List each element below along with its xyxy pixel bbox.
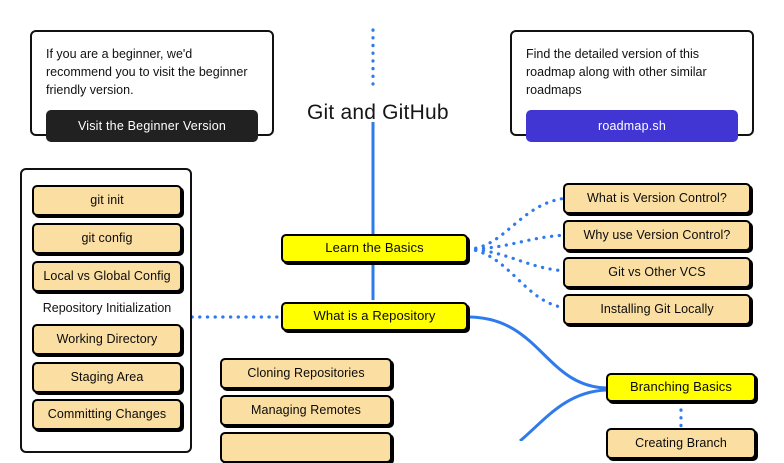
subtopic-staging-area[interactable]: Staging Area [32,362,182,393]
subtopic-git-vs-other-vcs[interactable]: Git vs Other VCS [563,257,751,288]
roadmap-canvas: If you are a beginner, we'd recommend yo… [20,28,756,463]
subtopic-git-init[interactable]: git init [32,185,182,216]
subtopic-git-config[interactable]: git config [32,223,182,254]
subtopic-what-is-version-control[interactable]: What is Version Control? [563,183,751,214]
visit-beginner-version-button[interactable]: Visit the Beginner Version [46,110,258,143]
subtopic-committing-changes[interactable]: Committing Changes [32,399,182,430]
subtopic-creating-branch[interactable]: Creating Branch [606,428,756,459]
topic-what-is-a-repository[interactable]: What is a Repository [281,302,468,331]
subtopic-cloning-repositories[interactable]: Cloning Repositories [220,358,392,389]
topic-branching-basics[interactable]: Branching Basics [606,373,756,402]
beginner-callout: If you are a beginner, we'd recommend yo… [30,30,274,143]
edge-basics-to-other-vcs [466,247,569,273]
edge-repository-to-branching [467,315,607,390]
subtopic-why-use-version-control[interactable]: Why use Version Control? [563,220,751,251]
subtopic-local-vs-global-config[interactable]: Local vs Global Config [32,261,182,292]
subtopic-working-directory[interactable]: Working Directory [32,324,182,355]
subtopic-middle-clipped[interactable] [220,432,392,463]
detailed-callout: Find the detailed version of this roadma… [510,30,754,143]
detailed-callout-text: Find the detailed version of this roadma… [526,47,707,98]
edge-branching-down [519,388,607,441]
subtopic-managing-remotes[interactable]: Managing Remotes [220,395,392,426]
roadmap-sh-button[interactable]: roadmap.sh [526,110,738,143]
edge-basics-to-installing-git [466,247,569,310]
page-title: Git and GitHub [307,101,449,124]
subtopic-installing-git-locally[interactable]: Installing Git Locally [563,294,751,325]
edge-basics-to-why-version-control [466,233,569,251]
topic-learn-the-basics[interactable]: Learn the Basics [281,234,468,263]
edge-basics-to-version-control [466,196,569,251]
group-label-repository-initialization: Repository Initialization [42,301,172,315]
beginner-callout-text: If you are a beginner, we'd recommend yo… [46,47,248,98]
